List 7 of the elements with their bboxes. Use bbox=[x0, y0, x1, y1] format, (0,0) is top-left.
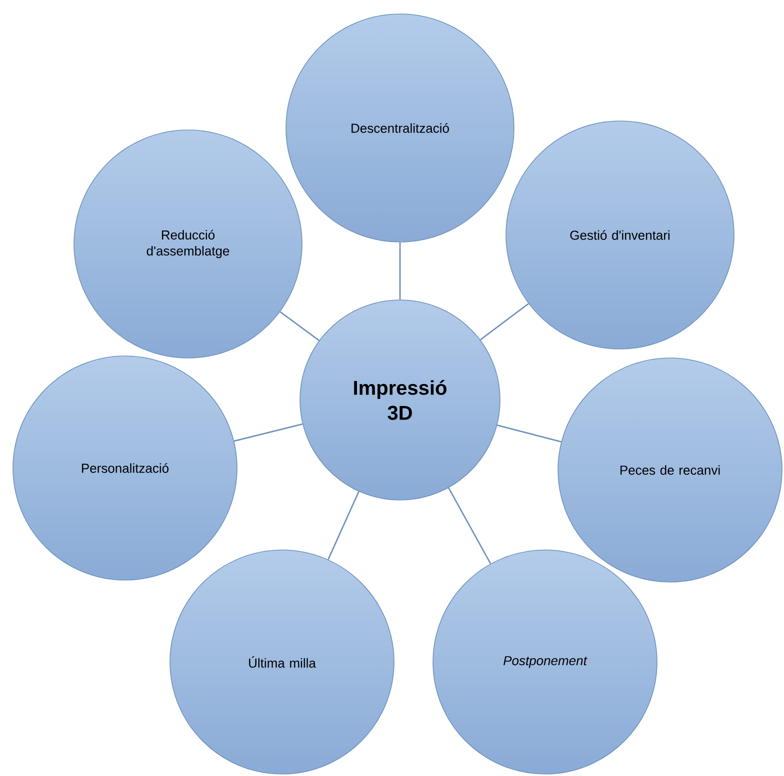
connector-line bbox=[280, 311, 320, 342]
connector-line bbox=[448, 488, 492, 564]
connector-line bbox=[328, 491, 360, 560]
connector-line bbox=[480, 303, 529, 340]
connector-line bbox=[399, 242, 401, 300]
connector-line bbox=[234, 423, 303, 442]
connector-line bbox=[497, 424, 562, 442]
